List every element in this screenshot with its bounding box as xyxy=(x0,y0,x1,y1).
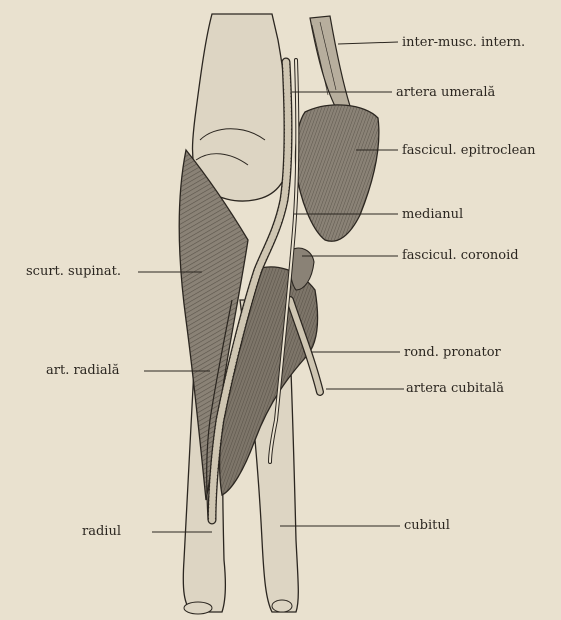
label-scurt-supinat: scurt. supinat. xyxy=(26,264,121,280)
label-artera-umerala: artera umerală xyxy=(396,85,495,101)
label-art-radiala: art. radială xyxy=(46,363,120,379)
humerus-bone xyxy=(193,14,291,201)
label-artera-cubitala: artera cubitală xyxy=(406,381,504,397)
leader-inter-musc xyxy=(338,42,398,44)
label-inter-musc-intern: inter-musc. intern. xyxy=(402,35,525,51)
label-radiul: radiul xyxy=(82,524,121,540)
label-cubitul: cubitul xyxy=(404,518,450,534)
label-fascicul-coronoid: fascicul. coronoid xyxy=(402,248,519,264)
label-medianul: medianul xyxy=(402,207,463,223)
label-fascicul-epitroclean: fascicul. epitroclean xyxy=(402,143,535,159)
label-rond-pronator: rond. pronator xyxy=(404,345,501,361)
